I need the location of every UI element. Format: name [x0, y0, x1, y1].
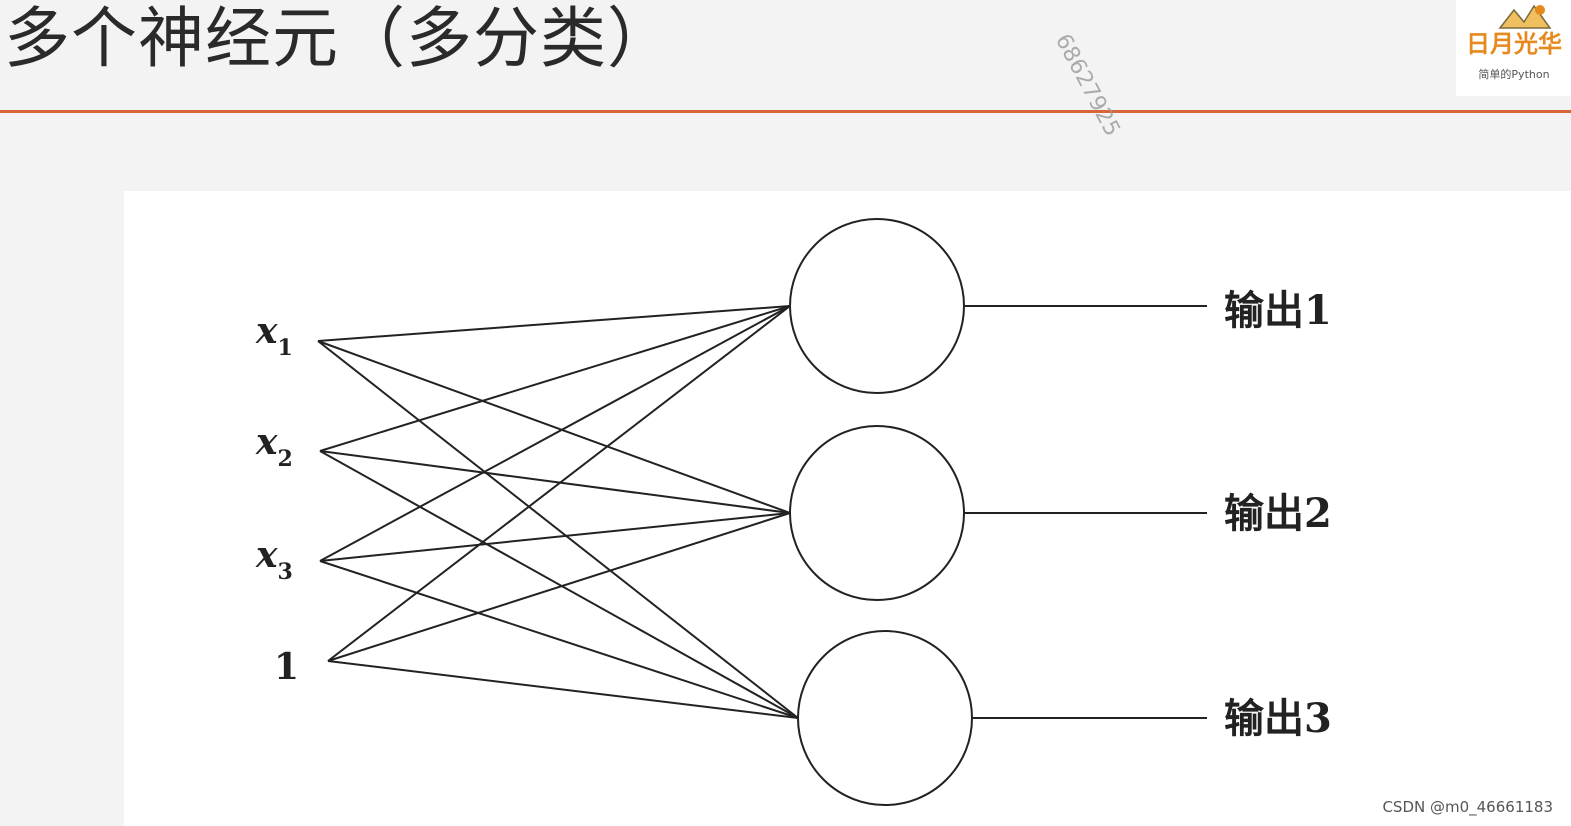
connections [317, 305, 799, 719]
logo: 日月光华 简单的Python [1456, 0, 1571, 96]
output-label-1: 输出1 [1224, 287, 1332, 334]
edge-bias-o1 [327, 305, 791, 662]
neuron-o2 [789, 425, 965, 601]
output-labels: 输出1 输出2 输出3 [1224, 287, 1332, 742]
logo-subtitle: 简单的Python [1478, 68, 1550, 81]
edge-x2-o2 [319, 450, 791, 514]
diagram-panel: x1 x2 x3 1 输出1 输出2 输出3 [124, 191, 1571, 826]
bias-label: 1 [274, 646, 299, 688]
neuron-o1 [789, 218, 965, 394]
edge-x1-o1 [317, 305, 791, 342]
logo-mark-icon [1498, 4, 1552, 29]
title-divider [0, 110, 1571, 113]
input-label-x2: x2 [255, 421, 293, 472]
edge-bias-o2 [327, 512, 791, 662]
input-label-x3: x3 [255, 534, 293, 585]
credit-text: CSDN @m0_46661183 [1382, 798, 1553, 816]
input-label-x1: x1 [255, 310, 293, 361]
edge-bias-o3 [327, 660, 799, 719]
edge-x2-o1 [319, 305, 791, 452]
output-label-2: 输出2 [1224, 490, 1332, 537]
edge-x3-o3 [319, 560, 799, 719]
watermark: 68627925 [1049, 30, 1125, 141]
input-labels: x1 x2 x3 1 [255, 310, 299, 688]
logo-name: 日月光华 [1466, 30, 1562, 58]
neurons [789, 218, 1207, 806]
neural-network-diagram: x1 x2 x3 1 输出1 输出2 输出3 [255, 218, 1332, 806]
edge-x1-o2 [317, 340, 791, 514]
output-label-3: 输出3 [1224, 695, 1332, 742]
edge-x2-o3 [319, 450, 799, 719]
edge-x3-o2 [319, 512, 791, 562]
neuron-o3 [797, 630, 973, 806]
edge-x1-o3 [317, 340, 799, 719]
edge-x3-o1 [319, 305, 791, 562]
slide-title: 多个神经元（多分类） [4, 0, 674, 77]
